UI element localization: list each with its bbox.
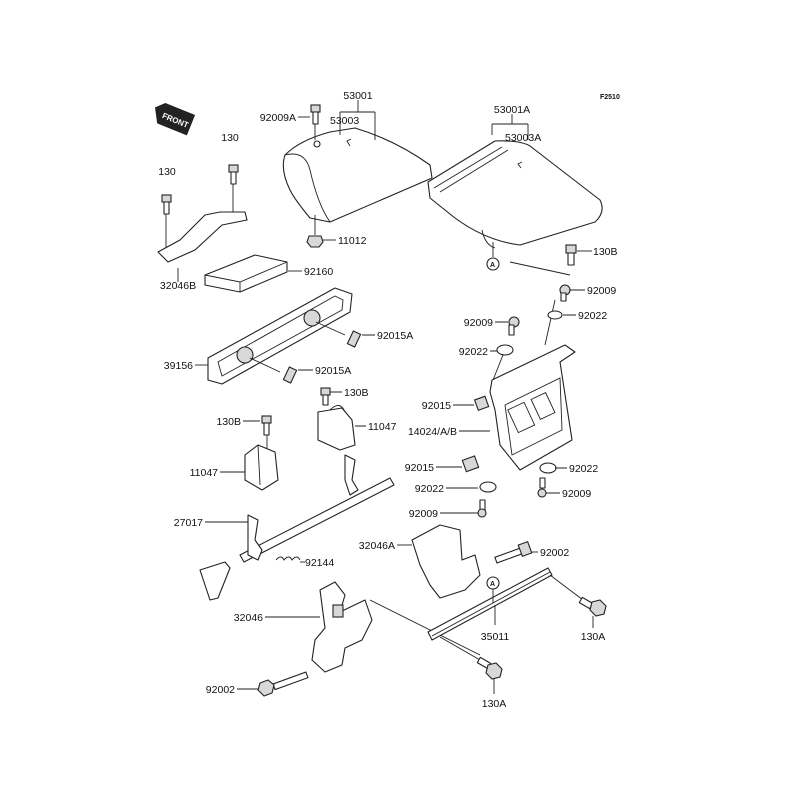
bolt-130A-b [439, 636, 503, 680]
socket-92015A-2 [282, 366, 298, 384]
label-130: 130 [221, 132, 239, 144]
bolt-92009-r2 [537, 477, 547, 498]
label-11047: 11047 [368, 421, 397, 433]
washer-92022-r1 [547, 310, 563, 320]
label-53001: 53001 [343, 90, 372, 102]
label-130B-mid: 130B [344, 387, 369, 399]
ref-marker-a-bottom: A [486, 576, 500, 603]
label-92009A: 92009A [260, 112, 296, 124]
clamp-11047 [317, 405, 356, 451]
label-130B-top: 130B [593, 246, 618, 258]
label-92009-r2: 92009 [562, 488, 591, 500]
svg-text:A: A [490, 581, 495, 588]
bolt-130-b [161, 194, 172, 250]
bolt-130A-r [549, 574, 607, 617]
bolt-130 [228, 164, 239, 213]
label-92002-l: 92002 [206, 684, 235, 696]
bolt-92002-l [257, 671, 309, 697]
pad-92160 [204, 254, 288, 293]
label-11047-2: 11047 [190, 467, 219, 479]
label-92022-l2: 92022 [415, 483, 444, 495]
seat-53001A [427, 140, 603, 249]
label-92009-r1: 92009 [587, 285, 616, 297]
washer-92022-l1 [492, 344, 514, 381]
label-92022-r1: 92022 [578, 310, 607, 322]
bracket-32046A [411, 524, 481, 599]
label-27017: 27017 [174, 517, 203, 529]
bolt-92009-l1 [508, 316, 520, 336]
label-32046A: 32046A [359, 540, 395, 552]
spring-92144 [275, 556, 301, 561]
bolt-92009-r1 [559, 284, 571, 302]
bolt-130B-mid [320, 387, 331, 406]
label-92015-2: 92015 [405, 462, 434, 474]
bolt-130B-top [509, 244, 577, 276]
light-39156 [207, 287, 353, 385]
label-130B-mid2: 130B [216, 416, 241, 428]
nut-11012 [306, 215, 324, 248]
bracket-32046 [311, 581, 481, 673]
label-53003A: 53003A [505, 132, 541, 144]
nut-92015 [473, 395, 490, 412]
front-arrow-icon: FRONT [155, 102, 196, 136]
label-130A-r: 130A [581, 631, 606, 643]
label-14024: 14024/A/B [408, 426, 457, 438]
label-92144: 92144 [305, 557, 334, 569]
bolt-92002-r [494, 540, 533, 564]
ref-marker-a-top: A [486, 242, 500, 271]
label-11012: 11012 [338, 235, 367, 247]
label-92022-l1: 92022 [459, 346, 488, 358]
label-92015A-2: 92015A [315, 365, 351, 377]
rail-35011 [427, 567, 553, 641]
seat-53001 [282, 127, 433, 223]
socket-92015A [346, 330, 362, 348]
label-53001A: 53001A [494, 104, 530, 116]
nut-92015-2 [461, 455, 480, 473]
washer-92022-l2 [479, 481, 497, 493]
label-92009-l2: 92009 [409, 508, 438, 520]
leader-lines [177, 100, 594, 694]
label-32046: 32046 [234, 612, 263, 624]
svg-text:A: A [490, 262, 495, 269]
bolt-130B-mid2 [261, 415, 272, 450]
label-92160: 92160 [304, 266, 333, 278]
bolt-92009-l2 [477, 499, 487, 518]
washer-92022-r2 [539, 462, 557, 474]
label-53003: 53003 [330, 115, 359, 127]
label-130-b: 130 [158, 166, 176, 178]
bracket-14024 [489, 299, 576, 471]
label-39156: 39156 [164, 360, 193, 372]
label-130A-b: 130A [482, 698, 507, 710]
label-92002-r: 92002 [540, 547, 569, 559]
label-92015A-1: 92015A [377, 330, 413, 342]
rod-27017 [199, 454, 395, 601]
bolt-92009A [310, 104, 321, 140]
clamp-11047-2 [244, 444, 279, 491]
label-92022-r2: 92022 [569, 463, 598, 475]
label-32046B: 32046B [160, 280, 196, 292]
bracket-32046B [157, 211, 248, 263]
label-35011: 35011 [481, 631, 510, 643]
figure-code: F2510 [600, 94, 620, 101]
label-92015-1: 92015 [422, 400, 451, 412]
label-92009-l1: 92009 [464, 317, 493, 329]
